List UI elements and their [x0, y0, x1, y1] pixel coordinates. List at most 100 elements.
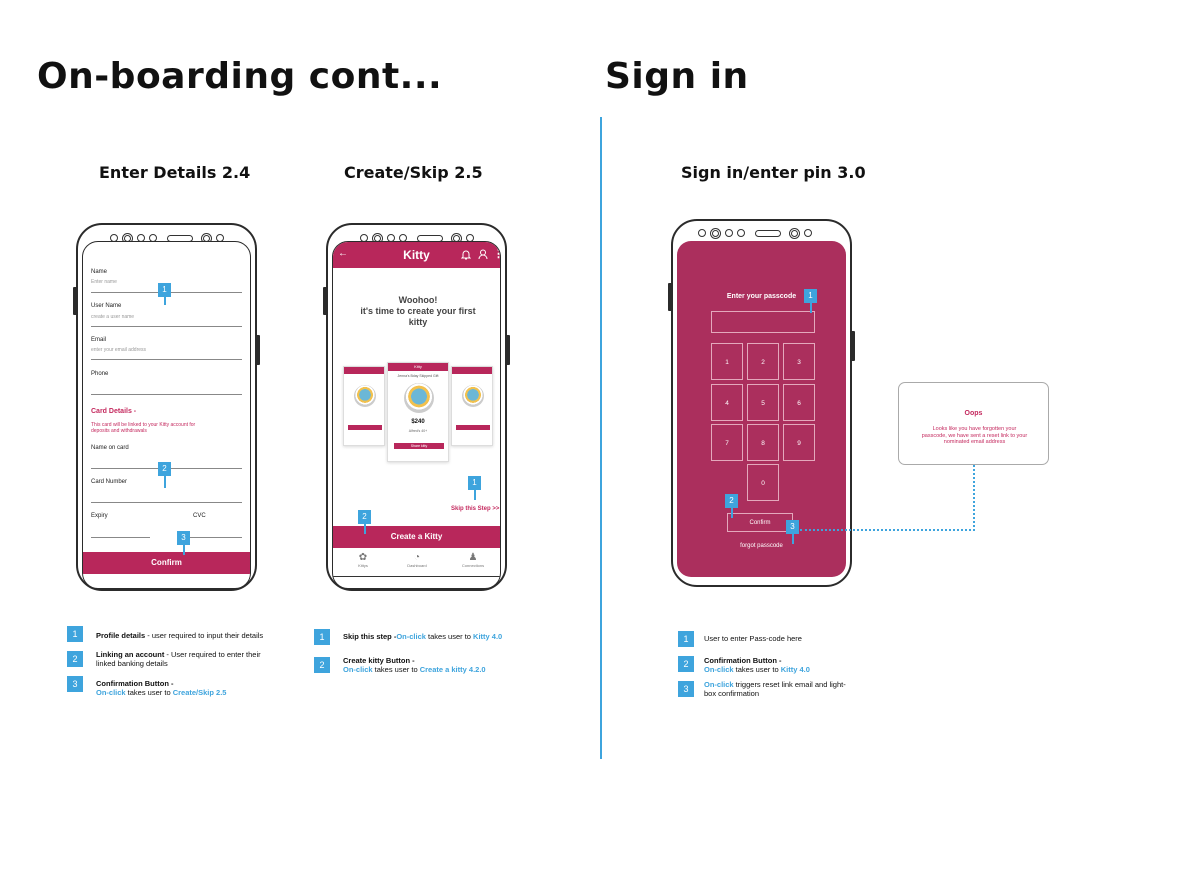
nav-label: Connections [461, 563, 485, 568]
preview-phone-center: Kitty Jenna's Bday Skipped Gift $240 Alf… [387, 362, 449, 462]
card-details-title: Card Details - [91, 408, 137, 415]
expiry-input[interactable] [91, 537, 150, 538]
user-icon[interactable] [478, 249, 488, 260]
details-caption: Enter Details 2.4 [99, 163, 251, 182]
legend-num: 2 [314, 657, 330, 673]
nav-label: Dashboard [407, 563, 427, 568]
pin-key-5[interactable]: 5 [747, 384, 779, 421]
dashboard-icon: ◔ [413, 552, 421, 563]
card-number-label: Card Number [91, 479, 128, 485]
create-marker-1: 1 [468, 476, 481, 490]
legend-text: Create kitty Button -On-click takes user… [343, 656, 486, 674]
preview-title: Kitty [414, 364, 422, 369]
legend-text: Linking an account - User required to en… [96, 650, 261, 668]
pin-key-0[interactable]: 0 [747, 464, 779, 501]
email-label: Email [91, 337, 107, 343]
pin-key-4[interactable]: 4 [711, 384, 743, 421]
oops-message: Looks like you have forgotten your passc… [921, 426, 1028, 445]
passcode-label: Enter your passcode [726, 293, 797, 300]
name-input[interactable]: Enter name [91, 279, 117, 285]
preview-subtitle: Jenna's Bday Skipped Gift [397, 374, 439, 378]
expiry-label: Expiry [91, 513, 108, 519]
nav-kittys[interactable]: ✿ Kittys [343, 552, 383, 568]
passcode-input[interactable] [711, 311, 815, 333]
username-input[interactable]: create a user name [91, 314, 135, 320]
nav-label: Kittys [358, 563, 368, 568]
phone-sensors [698, 226, 816, 240]
preview-button: Share kitty [394, 443, 444, 449]
legend-num: 3 [67, 676, 83, 692]
card-note: This card will be linked to your Kitty a… [91, 422, 196, 434]
signin-marker-1: 1 [804, 289, 817, 303]
back-arrow-icon[interactable]: ← [338, 248, 348, 259]
bell-icon[interactable] [461, 249, 471, 260]
bottom-nav: ✿ Kittys ◔ Dashboard ♟ Connections [333, 552, 500, 578]
woohoo-message: Woohoo! it's time to create your first k… [360, 295, 476, 327]
phone-label: Phone [91, 371, 109, 377]
email-input[interactable]: enter your email address [91, 347, 147, 353]
name-on-card-label: Name on card [91, 445, 129, 451]
details-marker-3: 3 [177, 531, 190, 545]
create-phone: ← Kitty ⋮ Woohoo! it's time to create yo… [323, 223, 510, 591]
preview-name: Alfred's 40+ [408, 429, 428, 433]
preview-amount: $240 [411, 419, 425, 425]
forgot-passcode-link[interactable]: forgot passcode [740, 543, 783, 549]
details-screen: Name Enter name User Name create a user … [82, 241, 251, 589]
power-button [256, 335, 260, 365]
legend-text: Confirmation Button -On-click takes user… [96, 679, 227, 697]
connector-line [973, 465, 975, 531]
legend-num: 1 [67, 626, 83, 642]
details-phone: Name Enter name User Name create a user … [73, 223, 260, 591]
volume-button [73, 287, 77, 315]
legend-num: 3 [678, 681, 694, 697]
skip-step-link[interactable]: Skip this Step >> [451, 506, 500, 512]
details-marker-1: 1 [158, 283, 171, 297]
legend-text: Profile details - user required to input… [96, 631, 264, 640]
username-label: User Name [91, 303, 122, 309]
oops-title: Oops [964, 410, 983, 417]
pin-key-1[interactable]: 1 [711, 343, 743, 380]
pin-key-3[interactable]: 3 [783, 343, 815, 380]
details-confirm-button[interactable]: Confirm [83, 552, 250, 574]
section-divider [600, 117, 602, 759]
onboarding-title: On-boarding cont... [37, 56, 443, 97]
signin-caption: Sign in/enter pin 3.0 [681, 163, 866, 182]
create-caption: Create/Skip 2.5 [344, 163, 483, 182]
legend-num: 2 [678, 656, 694, 672]
legend-text: Skip this step -On-click takes user to K… [343, 632, 503, 641]
oops-lightbox: Oops Looks like you have forgotten your … [898, 382, 1049, 465]
signin-title: Sign in [605, 56, 749, 97]
preview-phone-left [343, 366, 385, 446]
legend-num: 1 [314, 629, 330, 645]
create-screen: ← Kitty ⋮ Woohoo! it's time to create yo… [332, 241, 501, 589]
pin-key-2[interactable]: 2 [747, 343, 779, 380]
pin-key-9[interactable]: 9 [783, 424, 815, 461]
pin-key-7[interactable]: 7 [711, 424, 743, 461]
signin-phone: Enter your passcode 1 2 3 4 5 6 7 8 9 0 … [668, 219, 855, 587]
name-label: Name [91, 269, 108, 275]
pin-key-6[interactable]: 6 [783, 384, 815, 421]
people-icon: ♟ [468, 552, 478, 563]
legend-num: 1 [678, 631, 694, 647]
signin-confirm-button[interactable]: Confirm [727, 513, 793, 532]
legend-text: User to enter Pass-code here [704, 634, 802, 643]
nav-dashboard[interactable]: ◔ Dashboard [397, 552, 437, 568]
paw-icon: ✿ [358, 552, 368, 563]
nav-connections[interactable]: ♟ Connections [453, 552, 493, 568]
details-marker-2: 2 [158, 462, 171, 476]
kitty-header-title: Kitty [403, 248, 430, 262]
pin-key-8[interactable]: 8 [747, 424, 779, 461]
create-kitty-button[interactable]: Create a Kitty [333, 526, 500, 548]
preview-phone-right [451, 366, 493, 446]
signin-marker-3: 3 [786, 520, 799, 534]
cvc-label: CVC [193, 513, 206, 519]
legend-text: On-click triggers reset link email and l… [704, 680, 846, 698]
legend-num: 2 [67, 651, 83, 667]
kitty-header: ← Kitty ⋮ [333, 242, 500, 268]
pin-screen: Enter your passcode 1 2 3 4 5 6 7 8 9 0 … [677, 241, 846, 577]
signin-marker-2: 2 [725, 494, 738, 508]
card-number-input[interactable] [91, 502, 242, 503]
cvc-input[interactable] [188, 537, 242, 538]
legend-text: Confirmation Button -On-click takes user… [704, 656, 810, 674]
more-vertical-icon[interactable]: ⋮ [493, 247, 500, 260]
